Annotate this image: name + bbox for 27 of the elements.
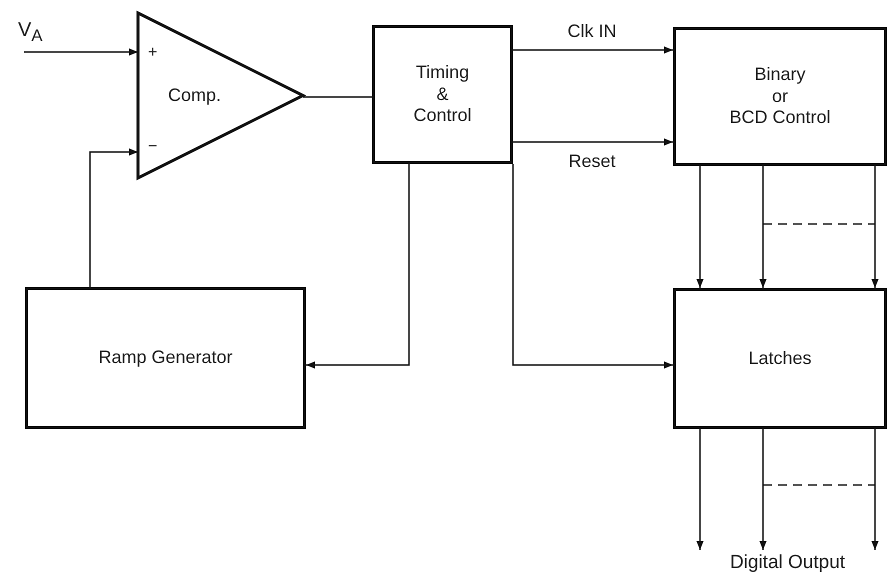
input-sign: + (148, 45, 158, 61)
box-label: Timing & Control (413, 62, 472, 127)
timing-control-box (372, 25, 513, 164)
arrow (759, 429, 767, 550)
box-label: Latches (748, 348, 812, 370)
arrow (513, 46, 673, 54)
arrow (24, 48, 138, 56)
edge-label: Clk IN (566, 22, 618, 40)
arrow (513, 138, 673, 146)
connector-line (303, 96, 372, 98)
arrow (759, 166, 767, 288)
arrow (89, 148, 138, 287)
latches-box (673, 288, 887, 429)
arrow (871, 166, 879, 288)
arrow (871, 429, 879, 550)
output-label: Digital Output (730, 552, 846, 574)
input-label: V$_{A}$ (18, 18, 42, 46)
arrow (696, 429, 704, 550)
box-label: Comp. (168, 84, 222, 106)
box-label: Binary or BCD Control (729, 64, 831, 129)
counter-control-box (673, 27, 887, 166)
input-sign: − (148, 139, 158, 155)
arrow (512, 164, 673, 369)
arrow (696, 166, 704, 288)
arrow (306, 164, 410, 369)
ramp-generator-box (25, 287, 306, 429)
box-label: Ramp Generator (98, 347, 233, 369)
